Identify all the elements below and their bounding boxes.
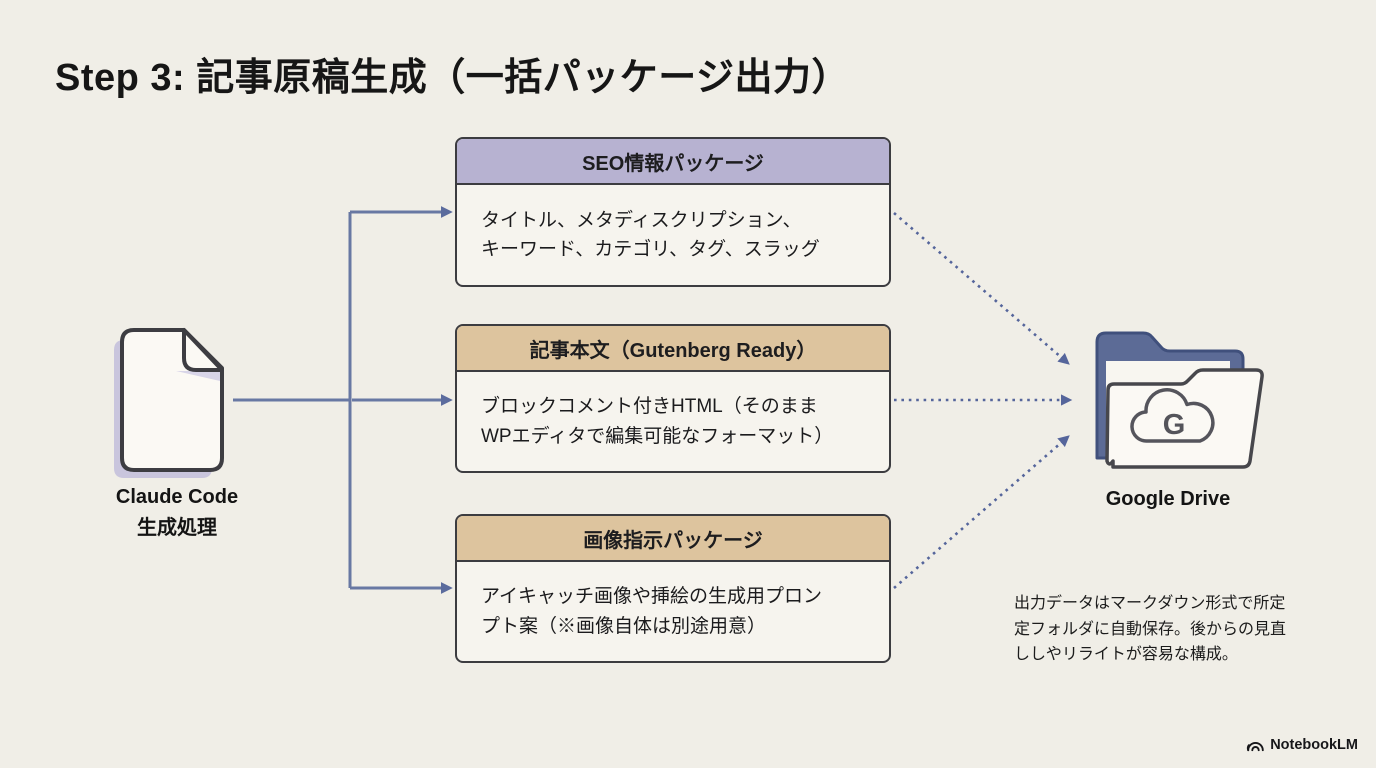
- google-drive-folder-icon: G: [1095, 331, 1264, 469]
- solid-arrows-source-to-packages: [233, 206, 453, 594]
- cloud-icon: [1130, 388, 1215, 443]
- document-fold-shade: [176, 371, 220, 381]
- package-header-image: 画像指示パッケージ: [457, 516, 889, 562]
- source-node-label: Claude Code 生成処理: [115, 486, 239, 539]
- document-fold-corner: [182, 328, 224, 372]
- dotted-arrows-packages-to-drive: [893, 212, 1073, 589]
- output-note: 出力データはマークダウン形式で所定 定フォルダに自動保存。後からの見直 ししやリ…: [1014, 595, 1287, 663]
- dotted-arrow-seo-to-drive: [893, 212, 1070, 365]
- package-header-seo: SEO情報パッケージ: [457, 139, 889, 185]
- package-body-seo: タイトル、メタディスクリプション、 キーワード、カテゴリ、タグ、スラッグ: [481, 209, 820, 260]
- package-body-article: ブロックコメント付きHTML（そのまま WPエディタで編集可能なフォーマット）: [481, 396, 834, 447]
- notebooklm-watermark: NotebookLM: [1246, 737, 1358, 753]
- drive-g-letter: G: [1163, 409, 1186, 441]
- package-box-image: 画像指示パッケージ アイキャッチ画像や挿絵の生成用プロン プト案（※画像自体は別…: [455, 514, 891, 663]
- notebooklm-brand-text: NotebookLM: [1270, 737, 1358, 753]
- package-header-article: 記事本文（Gutenberg Ready）: [457, 326, 889, 372]
- package-box-article: 記事本文（Gutenberg Ready） ブロックコメント付きHTML（そのま…: [455, 324, 891, 473]
- page-title: Step 3: 記事原稿生成（一括パッケージ出力）: [55, 57, 850, 99]
- dotted-arrow-image-to-drive: [893, 435, 1070, 589]
- destination-node-label: Google Drive: [1105, 488, 1231, 510]
- package-body-image: アイキャッチ画像や挿絵の生成用プロン プト案（※画像自体は別途用意）: [481, 586, 823, 637]
- package-box-seo: SEO情報パッケージ タイトル、メタディスクリプション、 キーワード、カテゴリ、…: [455, 137, 891, 287]
- document-icon: [114, 328, 224, 478]
- notebooklm-logo-icon: [1247, 742, 1264, 752]
- document-page: [120, 328, 224, 472]
